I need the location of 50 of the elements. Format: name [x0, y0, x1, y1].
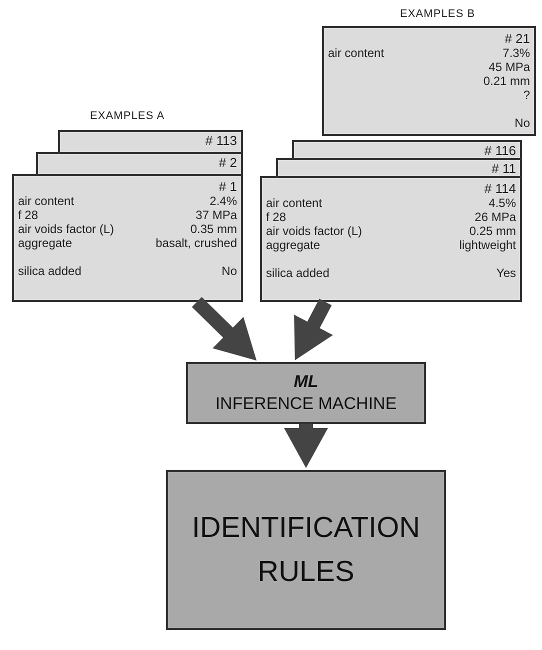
group-heading: EXAMPLES A [90, 109, 165, 124]
field-label: f 28 [266, 210, 286, 224]
card-number: # 116 [484, 143, 516, 159]
data-card [12, 174, 243, 302]
group-heading: EXAMPLES B [400, 7, 476, 22]
field-value: 45 MPa [488, 60, 530, 74]
field-value: 2.4% [210, 194, 237, 208]
field-value: basalt, crushed [156, 236, 237, 250]
arrow [192, 297, 257, 361]
card-number: # 1 [218, 180, 237, 194]
data-card [276, 158, 522, 176]
box-text: INFERENCE MACHINE [215, 393, 397, 415]
field-value: ? [523, 88, 530, 102]
field-value: 37 MPa [196, 208, 237, 222]
field-label: air voids factor (L) [18, 222, 114, 236]
arrow [284, 424, 328, 468]
data-card [260, 176, 522, 302]
field-value: 4.5% [488, 196, 516, 210]
field-value: No [222, 264, 237, 278]
data-card [322, 26, 536, 136]
field-label: air voids factor (L) [266, 224, 362, 238]
field-value: Yes [496, 266, 516, 280]
card-number: # 2 [218, 155, 237, 171]
card-number: # 11 [492, 161, 516, 177]
field-label: air content [266, 196, 322, 210]
data-card [292, 140, 522, 158]
data-card [36, 152, 243, 174]
field-value: 7.3% [502, 46, 530, 60]
field-label: air content [18, 194, 74, 208]
card-number: # 21 [504, 32, 530, 46]
field-value: 0.25 mm [469, 224, 516, 238]
box-text: IDENTIFICATION RULES [190, 511, 422, 590]
field-label: silica added [18, 264, 82, 278]
field-value: 0.35 mm [190, 222, 237, 236]
field-value: 26 MPa [474, 210, 516, 224]
output-box [166, 470, 446, 630]
data-card [58, 130, 243, 152]
field-value: No [514, 116, 530, 130]
arrow [294, 298, 333, 360]
field-label: f 28 [18, 208, 38, 222]
field-label: silica added [266, 266, 330, 280]
field-label: air content [328, 46, 384, 60]
field-label: aggregate [18, 236, 72, 250]
card-number: # 113 [205, 133, 237, 149]
field-value: 0.21 mm [483, 74, 530, 88]
box-text: ML [294, 371, 318, 393]
card-number: # 114 [484, 182, 516, 196]
field-label: aggregate [266, 238, 320, 252]
field-value: lightweight [459, 238, 516, 252]
process-box [186, 362, 426, 424]
